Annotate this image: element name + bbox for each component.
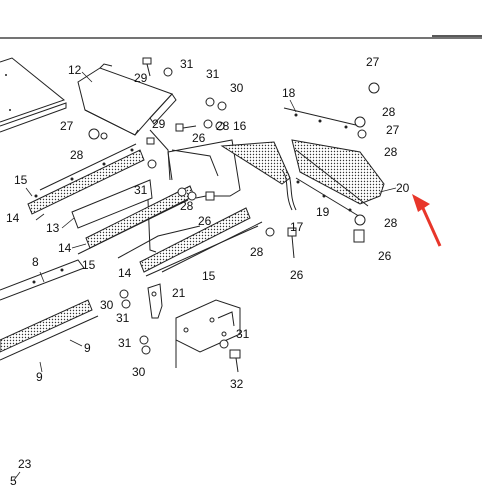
callout-27: 27 — [366, 55, 380, 69]
strip-upper-14 — [27, 143, 145, 215]
callout-26: 26 — [198, 214, 212, 228]
part-12-cover — [77, 63, 177, 136]
callout-9: 9 — [36, 370, 43, 384]
callout-15: 15 — [14, 173, 28, 187]
callout-29: 29 — [134, 71, 148, 85]
callout-28: 28 — [70, 148, 84, 162]
callout-27: 27 — [60, 119, 74, 133]
callout-13: 13 — [46, 221, 60, 235]
callout-8: 8 — [32, 255, 39, 269]
part-13-plate — [71, 129, 201, 259]
callout-26: 26 — [378, 249, 392, 263]
part-20-guard — [283, 107, 385, 219]
callout-30: 30 — [230, 81, 244, 95]
callout-12: 12 — [68, 63, 82, 77]
callout-9: 9 — [84, 341, 91, 355]
callout-30: 30 — [100, 298, 114, 312]
callout-28: 28 — [250, 245, 264, 259]
callout-29: 29 — [152, 117, 166, 131]
callout-14: 14 — [118, 266, 132, 280]
part-21-bracket — [147, 283, 163, 319]
callout-31: 31 — [180, 57, 194, 71]
callout-labels: 12 29 31 31 30 27 18 28 27 28 27 29 26 2… — [6, 55, 410, 488]
callout-28: 28 — [384, 216, 398, 230]
lower-right-assembly — [175, 299, 241, 368]
callout-5: 5 — [10, 474, 17, 488]
part-16-frame — [167, 139, 241, 197]
callout-31: 31 — [118, 336, 132, 350]
callout-26: 26 — [290, 268, 304, 282]
callout-19: 19 — [316, 205, 330, 219]
part-17-spring — [281, 169, 297, 211]
leader-lines — [13, 99, 397, 481]
callout-32: 32 — [230, 377, 244, 391]
callout-14: 14 — [6, 211, 20, 225]
callout-31: 31 — [134, 183, 148, 197]
callout-28: 28 — [180, 199, 194, 213]
callout-16: 16 — [233, 119, 247, 133]
part-8-plate — [0, 259, 85, 301]
strip-lower-14 — [139, 207, 263, 277]
callout-15: 15 — [82, 258, 96, 272]
callout-28: 28 — [382, 105, 396, 119]
callout-21: 21 — [172, 286, 186, 300]
callout-23: 23 — [18, 457, 32, 471]
top-left-panel — [0, 57, 67, 133]
callout-30: 30 — [132, 365, 146, 379]
callout-26: 26 — [192, 131, 206, 145]
part-9-strip — [0, 299, 99, 361]
callout-28: 28 — [384, 145, 398, 159]
callout-31: 31 — [116, 311, 130, 325]
callout-31: 31 — [206, 67, 220, 81]
callout-20: 20 — [396, 181, 410, 195]
fasteners — [88, 57, 380, 373]
pointer-arrow — [412, 194, 442, 247]
callout-15: 15 — [202, 269, 216, 283]
callout-28: 28 — [216, 119, 230, 133]
callout-27: 27 — [386, 123, 400, 137]
part-16-mesh — [220, 141, 291, 185]
callout-17: 17 — [290, 220, 304, 234]
callout-14: 14 — [58, 241, 72, 255]
callout-31: 31 — [236, 327, 250, 341]
callout-18: 18 — [282, 86, 296, 100]
